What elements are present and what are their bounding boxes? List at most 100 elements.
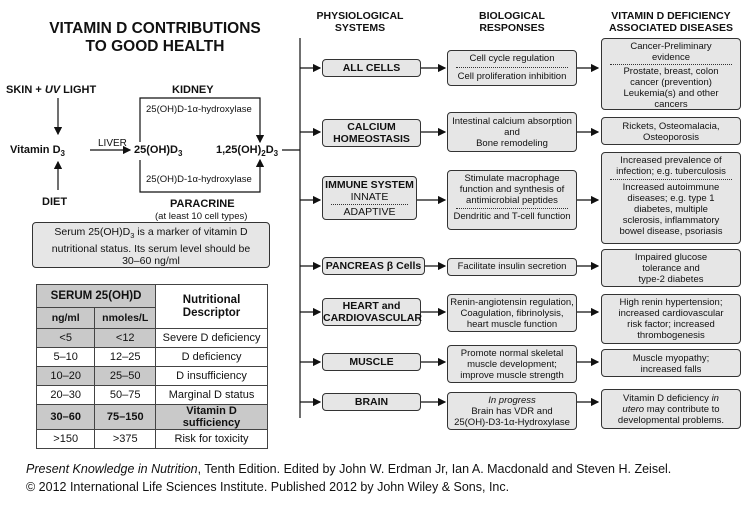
serum-note-line-3: 30–60 ng/ml [122,255,180,268]
system-immune: IMMUNE SYSTEM INNATE ADAPTIVE [322,176,417,220]
serum-cell-ngml: >150 [35,429,96,449]
disease-brain-line-2: utero may contribute to [622,404,720,415]
title-line-2: TO GOOD HEALTH [85,38,225,55]
disease-calcium-line-2: Osteoporosis [643,132,699,143]
response-heart-line-3: heart muscle function [466,319,558,330]
header-systems-line-1: PHYSIOLOGICAL [316,10,404,22]
response-heart: Renin-angiotensin regulation, Coagulatio… [447,294,577,332]
disease-heart-line-1: High renin hypertension; [619,297,723,308]
serum-cell-nmol: 50–75 [94,385,157,405]
disease-pancreas-line-3: type-2 diabetes [638,274,704,285]
disease-all-cells: Cancer-Preliminary evidence Prostate, br… [601,38,741,110]
response-cells-divider [456,67,568,68]
response-immune: Stimulate macrophage function and synthe… [447,170,577,230]
label-hydroxylase-bottom: 25(OH)D-1α-hydroxylase [146,174,252,185]
system-all-cells: ALL CELLS [322,59,421,77]
serum-cell-ngml: 5–10 [35,347,96,367]
system-calcium: CALCIUM HOMEOSTASIS [322,119,421,147]
response-immune-line-1: Stimulate macrophage [464,173,560,184]
header-responses: BIOLOGICAL RESPONSES [448,10,576,34]
header-diseases-line-2: ASSOCIATED DISEASES [608,22,734,34]
arrow-kidney-path [139,97,265,144]
system-brain: BRAIN [322,393,421,411]
disease-calcium-line-1: Rickets, Osteomalacia, [622,121,720,132]
response-brain-line-2: Brain has VDR and [471,406,553,417]
label-hydroxylase-top: 25(OH)D-1α-hydroxylase [146,104,252,115]
serum-cell-nmol: 12–25 [94,347,157,367]
disease-muscle: Muscle myopathy; increased falls [601,349,741,377]
response-calcium-line-3: Bone remodeling [476,138,548,149]
immune-divider [331,204,408,205]
label-liver: LIVER [98,138,127,149]
disease-heart-line-4: thrombogenesis [637,330,705,341]
serum-cell-nmol: <12 [94,328,157,348]
response-all-cells: Cell cycle regulation Cell proliferation… [447,50,577,86]
serum-cell-nmol: 25–50 [94,366,157,386]
serum-cell-desc: D deficiency [155,347,268,367]
footer-citation: Present Knowledge in Nutrition, Tenth Ed… [26,462,671,476]
disease-immune-line-3: Increased autoimmune [622,182,720,193]
response-immune-divider [456,208,568,209]
serum-cell-ngml: 30–60 [35,404,96,430]
label-diet: DIET [42,196,68,208]
disease-cells-line-3: Prostate, breast, colon [623,66,719,77]
system-calcium-line-2: HOMEOSTASIS [333,133,410,145]
serum-cell-desc: Marginal D status [155,385,268,405]
disease-muscle-line-2: increased falls [640,364,702,375]
disease-immune-line-1: Increased prevalence of [620,155,722,166]
serum-note-box: Serum 25(OH)D3 is a marker of vitamin D … [32,222,270,268]
disease-immune-line-4: diseases; e.g. type 1 [627,193,715,204]
disease-immune-line-7: bowel disease, psoriasis [619,226,723,237]
disease-muscle-line-1: Muscle myopathy; [632,353,710,364]
response-immune-line-2: function and synthesis of [459,184,565,195]
disease-cells-divider [610,64,732,65]
label-paracrine: PARACRINE [170,198,235,210]
descriptor-header: Nutritional Descriptor [155,284,268,329]
serum-cell-ngml: <5 [35,328,96,348]
col-ngml: ng/ml [35,307,96,329]
disease-heart: High renin hypertension; increased cardi… [601,294,741,344]
serum-note-line-1: Serum 25(OH)D3 is a marker of vitamin D [54,226,248,241]
serum-cell-desc: Severe D deficiency [155,328,268,348]
response-muscle-line-1: Promote normal skeletal [460,348,564,359]
disease-immune-divider [610,179,732,180]
disease-cells-line-5: Leukemia(s) and other [623,88,719,99]
serum-cell-ngml: 20–30 [35,385,96,405]
disease-brain: Vitamin D deficiency in utero may contri… [601,389,741,429]
system-muscle: MUSCLE [322,353,421,371]
response-muscle-line-2: muscle development; [467,359,557,370]
footer-book-title: Present Knowledge in Nutrition [26,462,198,476]
system-calcium-line-1: CALCIUM [347,121,396,133]
footer-copyright: © 2012 International Life Sciences Insti… [26,480,510,494]
system-heart-line-1: HEART and [342,300,401,312]
disease-heart-line-3: risk factor; increased [627,319,715,330]
header-responses-line-1: BIOLOGICAL [479,10,545,22]
system-immune-adaptive: ADAPTIVE [343,206,396,218]
label-vitamin-d3: Vitamin D3 [10,144,65,159]
disease-cells-line-4: cancer (prevention) [630,77,712,88]
disease-heart-line-2: increased cardiovascular [618,308,724,319]
disease-immune-line-2: infection; e.g. tuberculosis [616,166,726,177]
header-systems-line-2: SYSTEMS [334,22,386,34]
disease-pancreas-line-1: Impaired glucose [634,252,708,263]
descriptor-header-line-2: Descriptor [182,306,241,319]
header-diseases-line-1: VITAMIN D DEFICIENCY [611,10,731,22]
disease-immune-line-5: diabetes, multiple [634,204,708,215]
diagram-title: VITAMIN D CONTRIBUTIONS TO GOOD HEALTH [20,20,290,56]
disease-cells-line-6: cancers [654,99,688,110]
label-kidney: KIDNEY [172,84,214,96]
response-brain: In progress Brain has VDR and 25(OH)-D3-… [447,392,577,430]
serum-note-line-2: nutritional status. Its serum level shou… [51,242,251,255]
system-heart-line-2: CARDIOVASCULAR [323,312,422,324]
serum-cell-desc: D insufficiency [155,366,268,386]
col-nmol: nmoles/L [94,307,157,329]
serum-table-header: SERUM 25(OH)D [35,284,157,308]
system-immune-innate: INNATE [350,191,389,203]
response-heart-line-2: Coagulation, fibrinolysis, [460,308,564,319]
